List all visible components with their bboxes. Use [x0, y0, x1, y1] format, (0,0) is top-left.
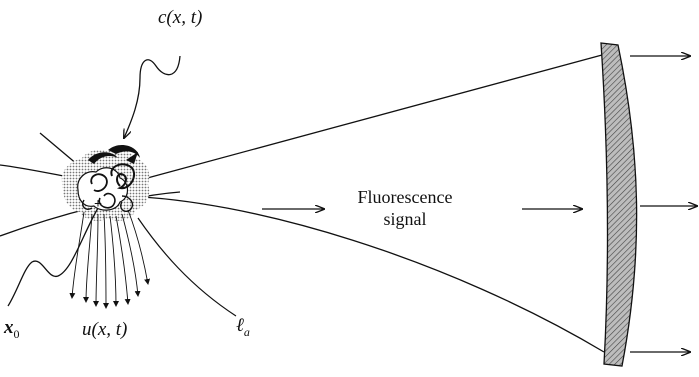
- cone-lower-edge: [117, 195, 605, 353]
- label-concentration: c(x, t): [158, 7, 203, 28]
- svg-text:+: +: [94, 197, 102, 212]
- position-subscript: 0: [13, 326, 20, 341]
- turbulent-eddy: +: [61, 144, 150, 221]
- leader-position: [7, 207, 99, 307]
- leader-length: [137, 217, 237, 317]
- position-symbol: x: [4, 317, 14, 338]
- leader-concentration: [124, 55, 181, 138]
- length-subscript: a: [243, 324, 250, 339]
- label-length: ℓa: [236, 316, 250, 338]
- signal-line-2: signal: [383, 209, 427, 229]
- length-symbol: ℓ: [236, 315, 244, 336]
- detector: [600, 42, 638, 367]
- label-fluorescence-signal: Fluorescence signal: [340, 186, 470, 230]
- label-velocity: u(x, t): [82, 319, 128, 340]
- velocity-arrows: [69, 209, 151, 309]
- cone-upper-edge: [139, 54, 603, 181]
- signal-line-1: Fluorescence: [357, 187, 453, 207]
- label-position: x0: [4, 318, 20, 340]
